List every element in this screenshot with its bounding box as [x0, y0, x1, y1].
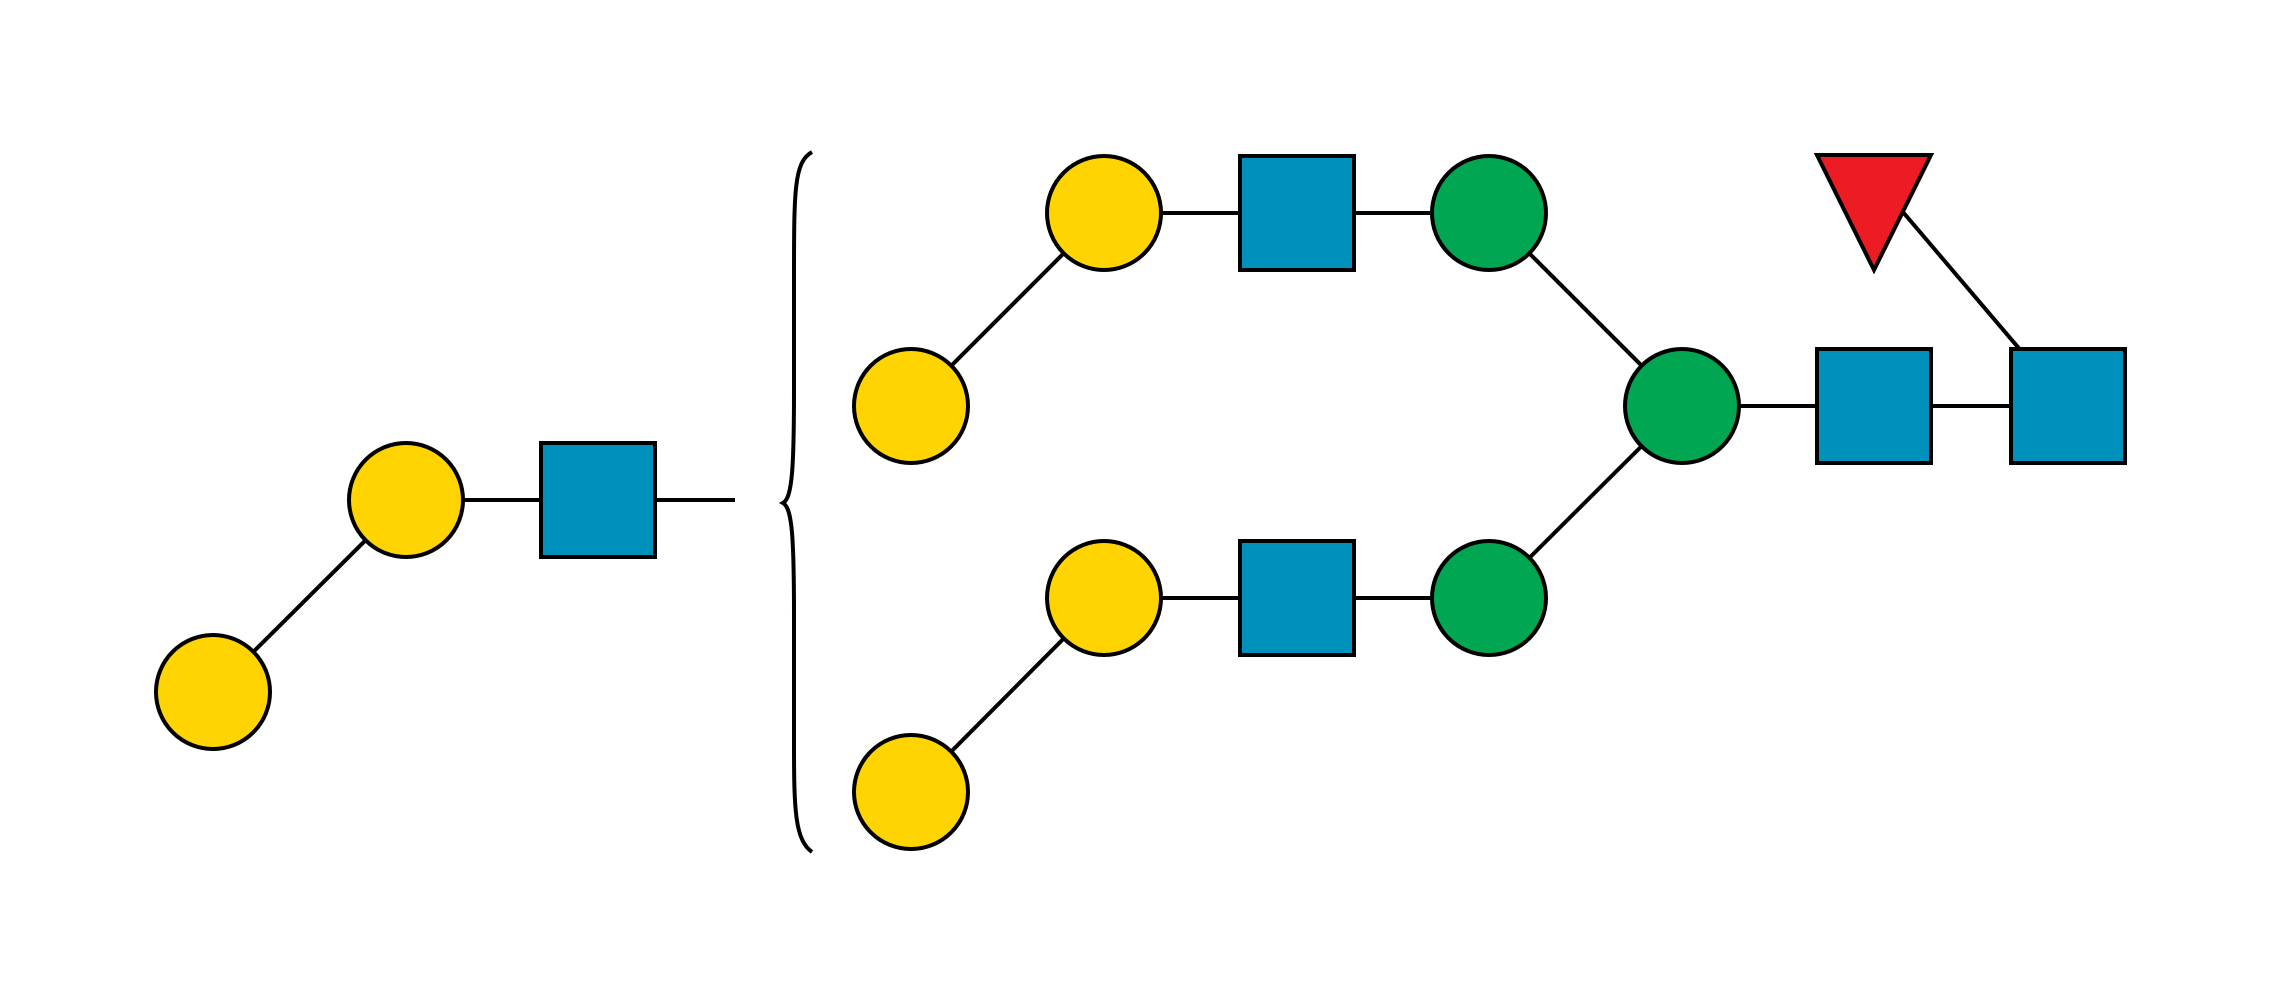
arm-upper-gal-1-galactose-circle — [1045, 154, 1163, 272]
arm-upper-glcnac-glcnac-square — [1238, 154, 1356, 272]
arm-lower-glcnac-glcnac-square — [1238, 539, 1356, 657]
arm-lower-mannose-mannose-circle — [1430, 539, 1548, 657]
core-fucose-fucose-triangle — [1813, 153, 1935, 275]
antenna-attachment-brace — [778, 150, 814, 854]
arm-upper-gal-2-galactose-circle — [852, 347, 970, 465]
arm-lower-gal-2-galactose-circle — [852, 733, 970, 851]
core-mannose-branch-mannose-circle — [1623, 347, 1741, 465]
antenna-gal-1-galactose-circle — [347, 441, 465, 559]
arm-upper-mannose-mannose-circle — [1430, 154, 1548, 272]
antenna-glcnac-glcnac-square — [539, 441, 657, 559]
core-glcnac-2-glcnac-square — [1815, 347, 1933, 465]
core-glcnac-reducing-glcnac-square — [2009, 347, 2127, 465]
antenna-gal-2-galactose-circle — [154, 633, 272, 751]
arm-lower-gal-1-galactose-circle — [1045, 539, 1163, 657]
residue-symbols — [154, 153, 2127, 851]
